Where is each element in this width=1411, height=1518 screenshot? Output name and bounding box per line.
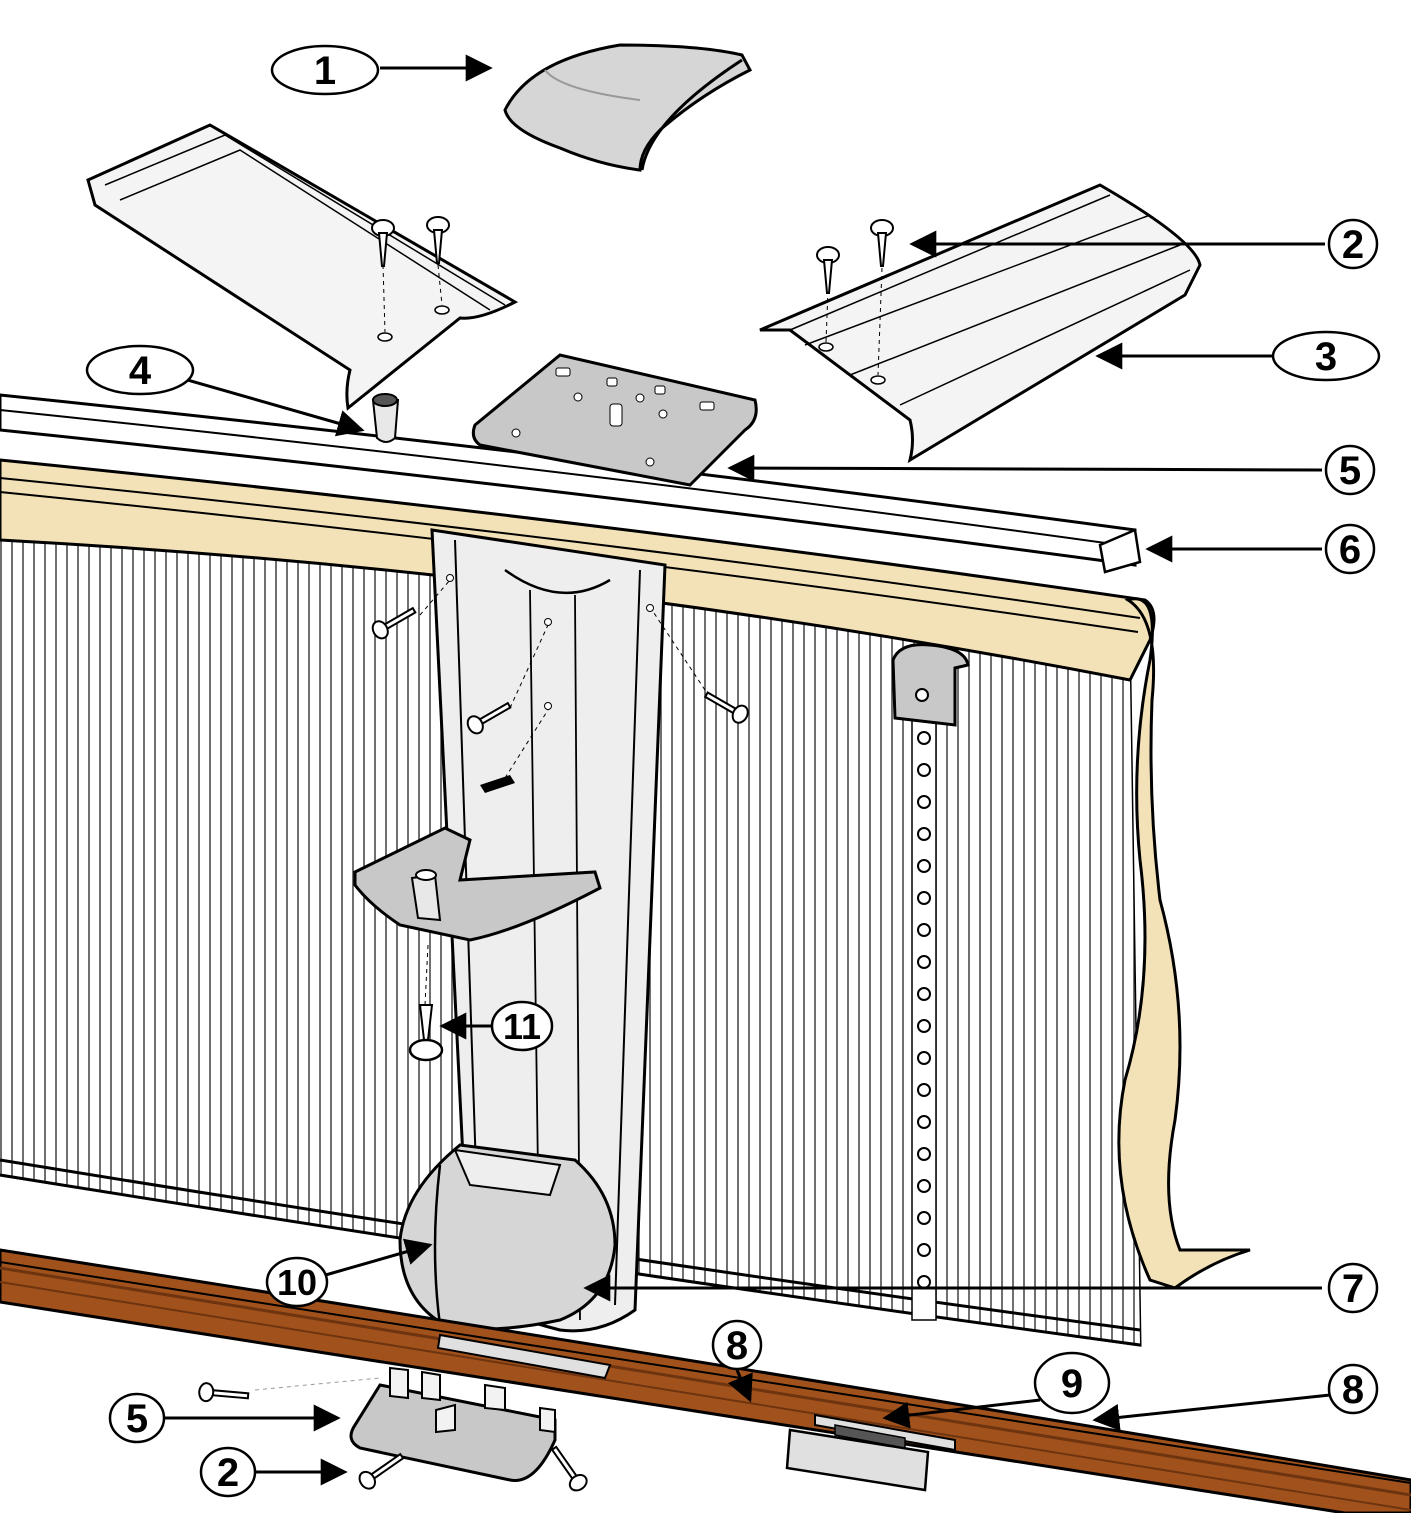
callout-3-label: 3 (1315, 335, 1337, 379)
seam-bolt (917, 1275, 931, 1289)
callout-1-label: 1 (314, 49, 336, 93)
liner-clip (891, 643, 970, 727)
callout-5-bottom-label: 5 (126, 1397, 148, 1441)
upright (430, 528, 667, 1333)
callout-6: 6 (1324, 523, 1376, 575)
seam-bolt (917, 1083, 931, 1097)
callout-3: 3 (1271, 330, 1381, 382)
callout-8-left: 8 (711, 1319, 763, 1371)
callout-11: 11 (490, 1000, 554, 1052)
seam-bolt (917, 1115, 931, 1129)
callout-7-label: 7 (1342, 1267, 1364, 1311)
bottom-rail-connector (436, 1333, 956, 1492)
callout-2-bottom: 2 (199, 1446, 257, 1498)
callout-4: 4 (85, 344, 195, 396)
bottom-rail (0, 1248, 1411, 1515)
callout-9: 9 (1033, 1351, 1111, 1415)
callout-8-left-label: 8 (726, 1324, 748, 1368)
callout-8-right: 8 (1327, 1363, 1379, 1415)
callout-5-top: 5 (1324, 444, 1376, 496)
seam-bolt (917, 923, 931, 937)
callout-10: 10 (265, 1256, 329, 1308)
callout-2-top: 2 (1327, 218, 1379, 270)
top-plate (471, 353, 758, 487)
top-rail-left (86, 123, 519, 411)
callout-2-top-label: 2 (1342, 223, 1364, 267)
callout-6-label: 6 (1339, 528, 1361, 572)
seam-bolt (917, 1179, 931, 1193)
seam-bolt (917, 1147, 931, 1161)
seam-bolt (917, 955, 931, 969)
top-cap (503, 43, 753, 172)
seam-bolt (917, 795, 931, 809)
callout-2-bottom-label: 2 (217, 1451, 239, 1495)
callout-1: 1 (270, 44, 380, 96)
upright-cover (398, 1143, 617, 1331)
bottom-plate (198, 1366, 588, 1492)
callout-5-top-label: 5 (1339, 449, 1361, 493)
callout-4-label: 4 (129, 349, 152, 393)
upright-bracket (353, 826, 602, 942)
callout-11-label: 11 (503, 1006, 541, 1047)
callout-8-right-label: 8 (1342, 1368, 1364, 1412)
callout-10-label: 10 (277, 1262, 317, 1303)
screw-11 (408, 944, 444, 1062)
seam-bolt (917, 891, 931, 905)
callout-5-bottom: 5 (108, 1392, 166, 1444)
seam-bolt (917, 859, 931, 873)
callout-9-label: 9 (1061, 1362, 1083, 1406)
top-rail-connector (371, 393, 400, 443)
upright-screws (371, 579, 749, 793)
seam-bolt (917, 1211, 931, 1225)
top-rail-right (759, 183, 1202, 464)
seam-bolt (917, 1019, 931, 1033)
seam-bolt (917, 1243, 931, 1257)
seam-bolt (917, 987, 931, 1001)
seam-bolt (917, 827, 931, 841)
callout-7: 7 (1327, 1262, 1379, 1314)
seam-bolt (917, 731, 931, 745)
top-rail-stabilizer (0, 393, 1142, 574)
callout-leaders (160, 54, 1331, 1486)
callouts: 1 2 3 4 5 6 7 8 (85, 44, 1381, 1498)
seam-bolt (917, 763, 931, 777)
wall-seam-bolts (911, 719, 937, 1321)
seam-bolt (917, 1051, 931, 1065)
